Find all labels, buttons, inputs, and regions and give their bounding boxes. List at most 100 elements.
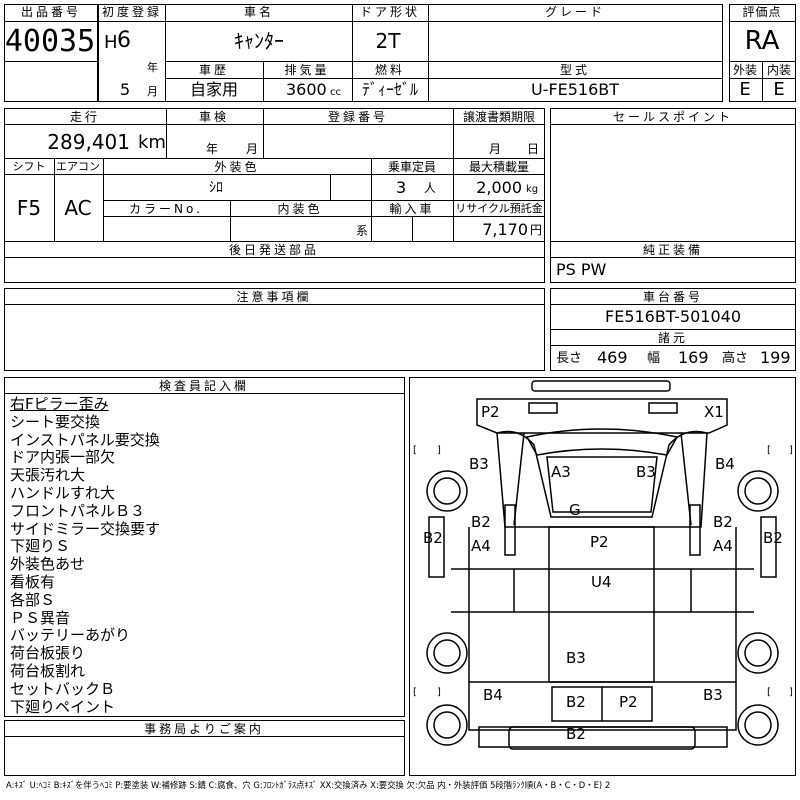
height-label: 高さ — [722, 351, 749, 366]
mileage-unit: km — [138, 132, 166, 153]
registration-year: 6 — [117, 28, 131, 53]
seats-label: 乗車定員 — [387, 160, 437, 174]
remark-line: 天張汚れ大 — [10, 466, 86, 485]
svg-text:[: [ — [413, 445, 417, 456]
svg-text:]: ] — [437, 687, 441, 698]
grade-label: グレード — [544, 5, 606, 19]
interior-grade: E — [773, 79, 785, 100]
recycle-label: リサイクル預託金 — [455, 202, 543, 215]
svg-text:[: [ — [767, 445, 771, 456]
remark-line: バッテリーあがり — [10, 626, 131, 645]
aircon: AC — [64, 196, 92, 220]
lot-number-box — [4, 4, 98, 102]
max-load-label: 最大積載量 — [468, 160, 530, 174]
vehicle-header-box — [98, 4, 723, 102]
door-type-label: ドア形状 — [359, 5, 421, 19]
import-label: 輸入車 — [389, 202, 435, 216]
interior-color-unit: 系 — [356, 224, 369, 238]
history-label: 車歴 — [198, 63, 230, 77]
model: U-FE516BT — [530, 80, 620, 99]
damage-mark: B2 — [423, 529, 443, 547]
exterior-label: 外装 — [732, 63, 758, 77]
remark-line: 下廻りペイント — [10, 697, 116, 716]
damage-mark: B2 — [713, 513, 733, 531]
inspection-label: 車検 — [198, 110, 230, 124]
inspector-box — [4, 377, 405, 717]
sales-point-label: セールスポイント — [612, 110, 734, 124]
exterior-color-label: 外装色 — [214, 160, 260, 174]
width-label: 幅 — [647, 351, 661, 366]
damage-mark: B3 — [566, 649, 586, 667]
fuel-label: 燃料 — [374, 63, 406, 77]
exterior-grade: E — [739, 79, 751, 100]
office-notice-label: 事務局よりご案内 — [144, 722, 264, 736]
mileage: 289,401 — [47, 130, 130, 154]
remark-line: シート要交換 — [10, 412, 101, 431]
damage-marks: P2 X1 B3 A3 B3 B4 G B2 A4 P2 B2 A4 B2 B2… — [423, 403, 783, 743]
lot-number-label: 出品番号 — [20, 5, 82, 19]
inspection-year-unit: 年 — [206, 142, 219, 156]
color-number-label: カラーNo. — [129, 202, 203, 216]
transfer-month-unit: 月 — [489, 142, 502, 156]
model-label: 型式 — [559, 63, 591, 77]
damage-mark: A4 — [471, 537, 491, 555]
length-label: 長さ — [556, 351, 583, 366]
damage-mark: B2 — [566, 725, 586, 743]
damage-mark: P2 — [619, 693, 638, 711]
svg-text:]: ] — [437, 445, 441, 456]
height: 199 — [760, 348, 791, 367]
remark-line: ハンドルすれ大 — [10, 483, 116, 502]
registration-month: 5 — [120, 80, 131, 99]
damage-mark: B3 — [636, 463, 656, 481]
damage-mark: U4 — [591, 573, 612, 591]
damage-mark: A4 — [713, 537, 733, 555]
remark-line: 荷台板張り — [10, 644, 86, 663]
damage-mark: B2 — [471, 513, 491, 531]
damage-mark: G — [569, 501, 581, 519]
max-load: 2,000 — [476, 178, 522, 197]
inspector-label: 検査員記入欄 — [158, 379, 250, 393]
width: 169 — [678, 348, 709, 367]
displacement: 3600 — [286, 80, 327, 99]
door-type: 2T — [375, 29, 401, 53]
transfer-deadline-label: 譲渡書類期限 — [462, 110, 536, 124]
recycle-fee: 7,170 — [482, 220, 528, 239]
remark-line: 荷台板割れ — [10, 661, 86, 680]
svg-text:]: ] — [789, 687, 793, 698]
damage-mark: B3 — [469, 455, 489, 473]
length: 469 — [597, 348, 628, 367]
remark-line: サイドミラー交換要す — [10, 519, 161, 538]
shipping-parts-label: 後日発送部品 — [228, 243, 320, 257]
chassis-number-label: 車台番号 — [642, 290, 704, 304]
displacement-label: 排気量 — [284, 63, 330, 77]
damage-mark: P2 — [481, 403, 500, 421]
recycle-unit: 円 — [530, 223, 543, 237]
remark-line: 外装色あせ — [10, 555, 86, 574]
inspection-month-unit: 月 — [246, 142, 259, 156]
first-registration-label: 初度登録 — [101, 5, 163, 19]
shift: F5 — [16, 196, 42, 220]
remark-line: インストパネル要交換 — [10, 430, 160, 449]
interior-color-label: 内装色 — [277, 202, 323, 216]
damage-mark: B2 — [566, 693, 586, 711]
svg-text:[: [ — [767, 687, 771, 698]
sales-point-box — [550, 108, 796, 283]
remark-line: 看板有 — [10, 572, 56, 591]
car-name-label: 車名 — [243, 5, 275, 19]
damage-mark: B2 — [763, 529, 783, 547]
history: 自家用 — [189, 80, 239, 99]
interior-label: 内装 — [766, 63, 792, 77]
truck-damage-diagram: [] [] [] [] P2 X1 B3 A3 B3 B4 G B2 A4 P2… — [413, 380, 793, 750]
year-unit: 年 — [147, 61, 158, 74]
shift-label: シフト — [12, 160, 46, 173]
equipment-list: PS PW — [556, 260, 607, 279]
era: H — [104, 32, 118, 53]
lot-number: 40035 — [4, 24, 96, 59]
inspector-remarks: 右Fピラー歪み シート要交換 インストパネル要交換 ドア内張一部欠 天張汚れ大 … — [10, 395, 161, 716]
vehicle-diagram-box — [409, 377, 796, 776]
remark-line: フロントパネルＢ３ — [10, 501, 146, 520]
max-load-unit: kg — [526, 184, 539, 195]
svg-text:]: ] — [789, 445, 793, 456]
chassis-number: FE516BT-501040 — [605, 307, 741, 326]
